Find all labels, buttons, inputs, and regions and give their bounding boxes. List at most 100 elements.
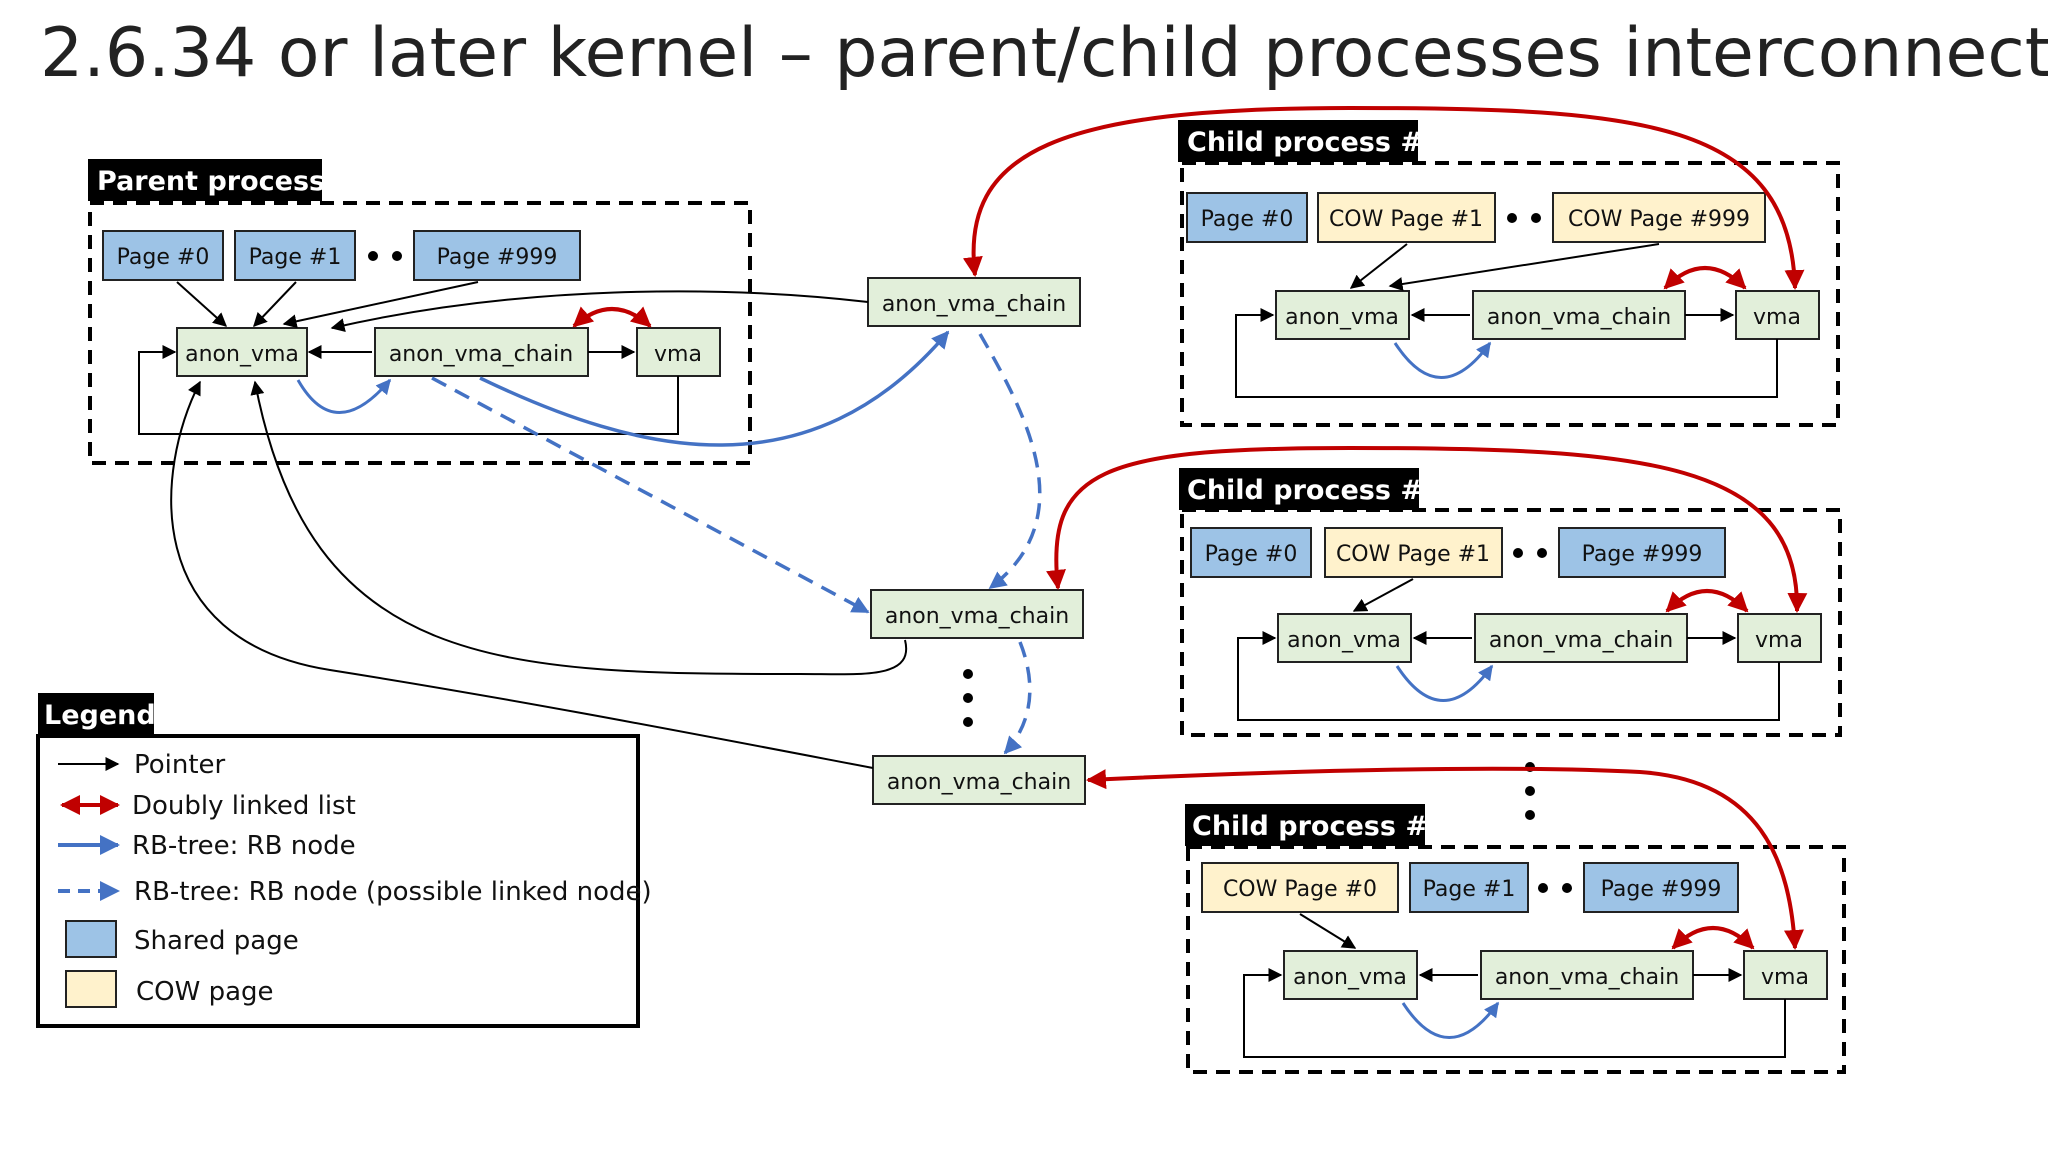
- child2-group: Child process #2 Page #0 COW Page #1 Pag…: [1179, 468, 1842, 737]
- parent-anon-vma-chain-label: anon_vma_chain: [389, 342, 573, 367]
- middle-chain-bottom: [872, 755, 1086, 805]
- child1-header-bg: [1178, 120, 1418, 162]
- pointer-arrow: [1235, 308, 1778, 398]
- child1-anon-vma-chain-label: anon_vma_chain: [1487, 305, 1671, 330]
- ellipsis-dot: [963, 717, 973, 727]
- child2-anon-vma-label: anon_vma: [1287, 628, 1401, 653]
- ellipsis-dot: [1531, 213, 1541, 223]
- shared-page-swatch: [65, 920, 117, 958]
- middle-chain-mid-label: anon_vma_chain: [885, 604, 1069, 629]
- childN-group: Child process #N COW Page #0 Page #1 Pag…: [1185, 804, 1846, 1074]
- pointer-arrow: [138, 345, 679, 435]
- rb-node-dashed-arrow: [978, 333, 1042, 590]
- child1-group: Child process #1 Page #0 COW Page #1 COW…: [1178, 120, 1840, 427]
- legend: Legend Pointer Doubly linked list RB-tre…: [36, 693, 652, 1028]
- childN-anon-vma-label: anon_vma: [1293, 965, 1407, 990]
- parent-page-0-label: Page #0: [117, 245, 210, 270]
- parent-anon-vma: [176, 327, 308, 377]
- parent-page-999-label: Page #999: [437, 245, 558, 270]
- childN-cow-page-0-label: COW Page #0: [1223, 877, 1377, 902]
- child1-boundary: [1180, 161, 1840, 427]
- middle-chain-top-label: anon_vma_chain: [882, 292, 1066, 317]
- legend-header-bg: [38, 693, 154, 735]
- parent-anon-vma-label: anon_vma: [185, 342, 299, 367]
- parent-page-0: [102, 230, 224, 281]
- doubly-linked-arrow: [1671, 926, 1755, 950]
- parent-process-header: Parent process: [97, 166, 325, 197]
- child1-cow-page-999-label: COW Page #999: [1568, 207, 1750, 232]
- ellipsis-dot: [368, 251, 378, 261]
- parent-vma: [636, 327, 721, 377]
- legend-header: Legend: [44, 700, 156, 731]
- rb-node-dashed-arrow: [1003, 641, 1032, 755]
- child2-header: Child process #2: [1187, 475, 1442, 506]
- child2-anon-vma: [1277, 613, 1412, 663]
- childN-page-999-label: Page #999: [1601, 877, 1722, 902]
- child1-vma-label: vma: [1753, 305, 1801, 330]
- child1-anon-vma-chain: [1472, 290, 1686, 340]
- ellipsis-dot: [1562, 883, 1572, 893]
- middle-chains-group: anon_vma_chain anon_vma_chain anon_vma_c…: [170, 277, 1086, 805]
- middle-chain-bottom-label: anon_vma_chain: [887, 770, 1071, 795]
- child1-vma: [1735, 290, 1820, 340]
- pointer-arrow: [1388, 243, 1660, 291]
- pointer-arrow: [1349, 243, 1408, 289]
- doubly-linked-arrow: [1046, 445, 1808, 613]
- ellipsis-dot: [963, 693, 973, 703]
- pointer-arrow: [1243, 968, 1786, 1058]
- parent-process-group: Parent process Page #0 Page #1 Page #999…: [88, 159, 752, 465]
- pointer-arrow: [1237, 631, 1780, 721]
- legend-label-doubly-linked: Doubly linked list: [132, 791, 356, 821]
- child2-page-0-label: Page #0: [1205, 542, 1298, 567]
- childN-anon-vma-chain-label: anon_vma_chain: [1495, 965, 1679, 990]
- ellipsis-dot: [1525, 786, 1535, 796]
- rb-node-arrow: [1393, 341, 1492, 379]
- parent-page-999: [413, 230, 581, 281]
- child2-header-bg: [1179, 468, 1419, 510]
- rb-node-arrow: [296, 378, 392, 414]
- rb-node-arrow: [479, 330, 950, 447]
- ellipsis-dot: [392, 251, 402, 261]
- ellipsis-dot: [1538, 883, 1548, 893]
- child2-page-999: [1558, 527, 1726, 578]
- parent-vma-label: vma: [654, 342, 702, 367]
- child2-anon-vma-chain: [1474, 613, 1688, 663]
- pointer-arrow: [253, 281, 297, 328]
- child2-vma: [1737, 613, 1822, 663]
- childN-vma-label: vma: [1761, 965, 1809, 990]
- child2-cow-page-1-label: COW Page #1: [1336, 542, 1490, 567]
- childN-anon-vma: [1283, 950, 1418, 1000]
- legend-box: [36, 734, 640, 1028]
- legend-label-cow-page: COW page: [136, 977, 274, 1007]
- ellipsis-dot: [1537, 548, 1547, 558]
- child2-page-0: [1190, 527, 1312, 578]
- child1-anon-vma: [1275, 290, 1410, 340]
- child1-cow-page-1: [1317, 192, 1496, 243]
- pointer-arrow: [1299, 913, 1357, 949]
- page-title: 2.6.34 or later kernel – parent/child pr…: [40, 14, 2048, 93]
- child1-cow-page-999: [1552, 192, 1766, 243]
- child1-page-0-label: Page #0: [1201, 207, 1294, 232]
- parent-anon-vma-chain: [374, 327, 589, 377]
- child2-anon-vma-chain-label: anon_vma_chain: [1489, 628, 1673, 653]
- pointer-arrow: [1352, 578, 1414, 612]
- parent-process-header-bg: [88, 159, 322, 201]
- child1-cow-page-1-label: COW Page #1: [1329, 207, 1483, 232]
- pointer-arrow: [170, 380, 874, 769]
- pointer-arrow: [282, 281, 479, 329]
- childN-page-1-label: Page #1: [1423, 877, 1516, 902]
- child1-anon-vma-label: anon_vma: [1285, 305, 1399, 330]
- rb-node-arrow: [1395, 664, 1494, 702]
- legend-label-pointer: Pointer: [134, 750, 226, 780]
- childN-header: Child process #N: [1192, 811, 1451, 842]
- doubly-linked-arrow: [572, 306, 652, 328]
- legend-label-shared-page: Shared page: [134, 926, 299, 956]
- cow-page-swatch: [65, 970, 117, 1008]
- ellipsis-dot: [1513, 548, 1523, 558]
- pointer-arrow: [176, 281, 228, 327]
- doubly-linked-arrow: [1086, 766, 1804, 950]
- parent-process-boundary: [88, 201, 752, 465]
- pointer-arrow: [330, 290, 869, 333]
- child2-vma-label: vma: [1755, 628, 1803, 653]
